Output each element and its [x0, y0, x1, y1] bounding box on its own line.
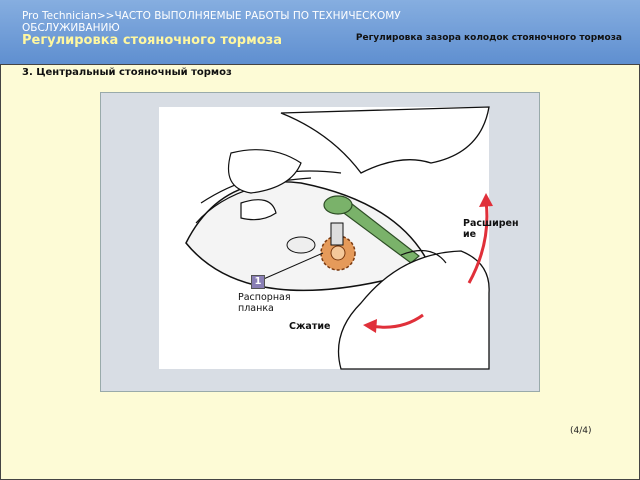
header-bar: Pro Technician>>ЧАСТО ВЫПОЛНЯЕМЫЕ РАБОТЫ…: [0, 0, 640, 65]
label-expansion: Расширен ие: [463, 218, 519, 240]
label-spreader: Распорная планка: [238, 292, 291, 314]
section-title: 3. Центральный стояночный тормоз: [22, 67, 232, 78]
upper-hand: [280, 106, 490, 174]
leader-line: [258, 252, 324, 282]
page-subtitle: Регулировка зазора колодок стояночного т…: [355, 33, 622, 43]
brake-illustration: [100, 92, 540, 392]
page-indicator: (4/4): [570, 426, 592, 436]
breadcrumb[interactable]: Pro Technician>>ЧАСТО ВЫПОЛНЯЕМЫЕ РАБОТЫ…: [22, 10, 401, 34]
label-contraction: Сжатие: [289, 321, 331, 332]
expand-arrow: [467, 200, 489, 284]
lower-hand: [337, 250, 490, 370]
brake-drawing: [159, 106, 493, 370]
callout-badge: 1: [251, 275, 265, 289]
page-title: Регулировка стояночного тормоза: [22, 33, 282, 48]
